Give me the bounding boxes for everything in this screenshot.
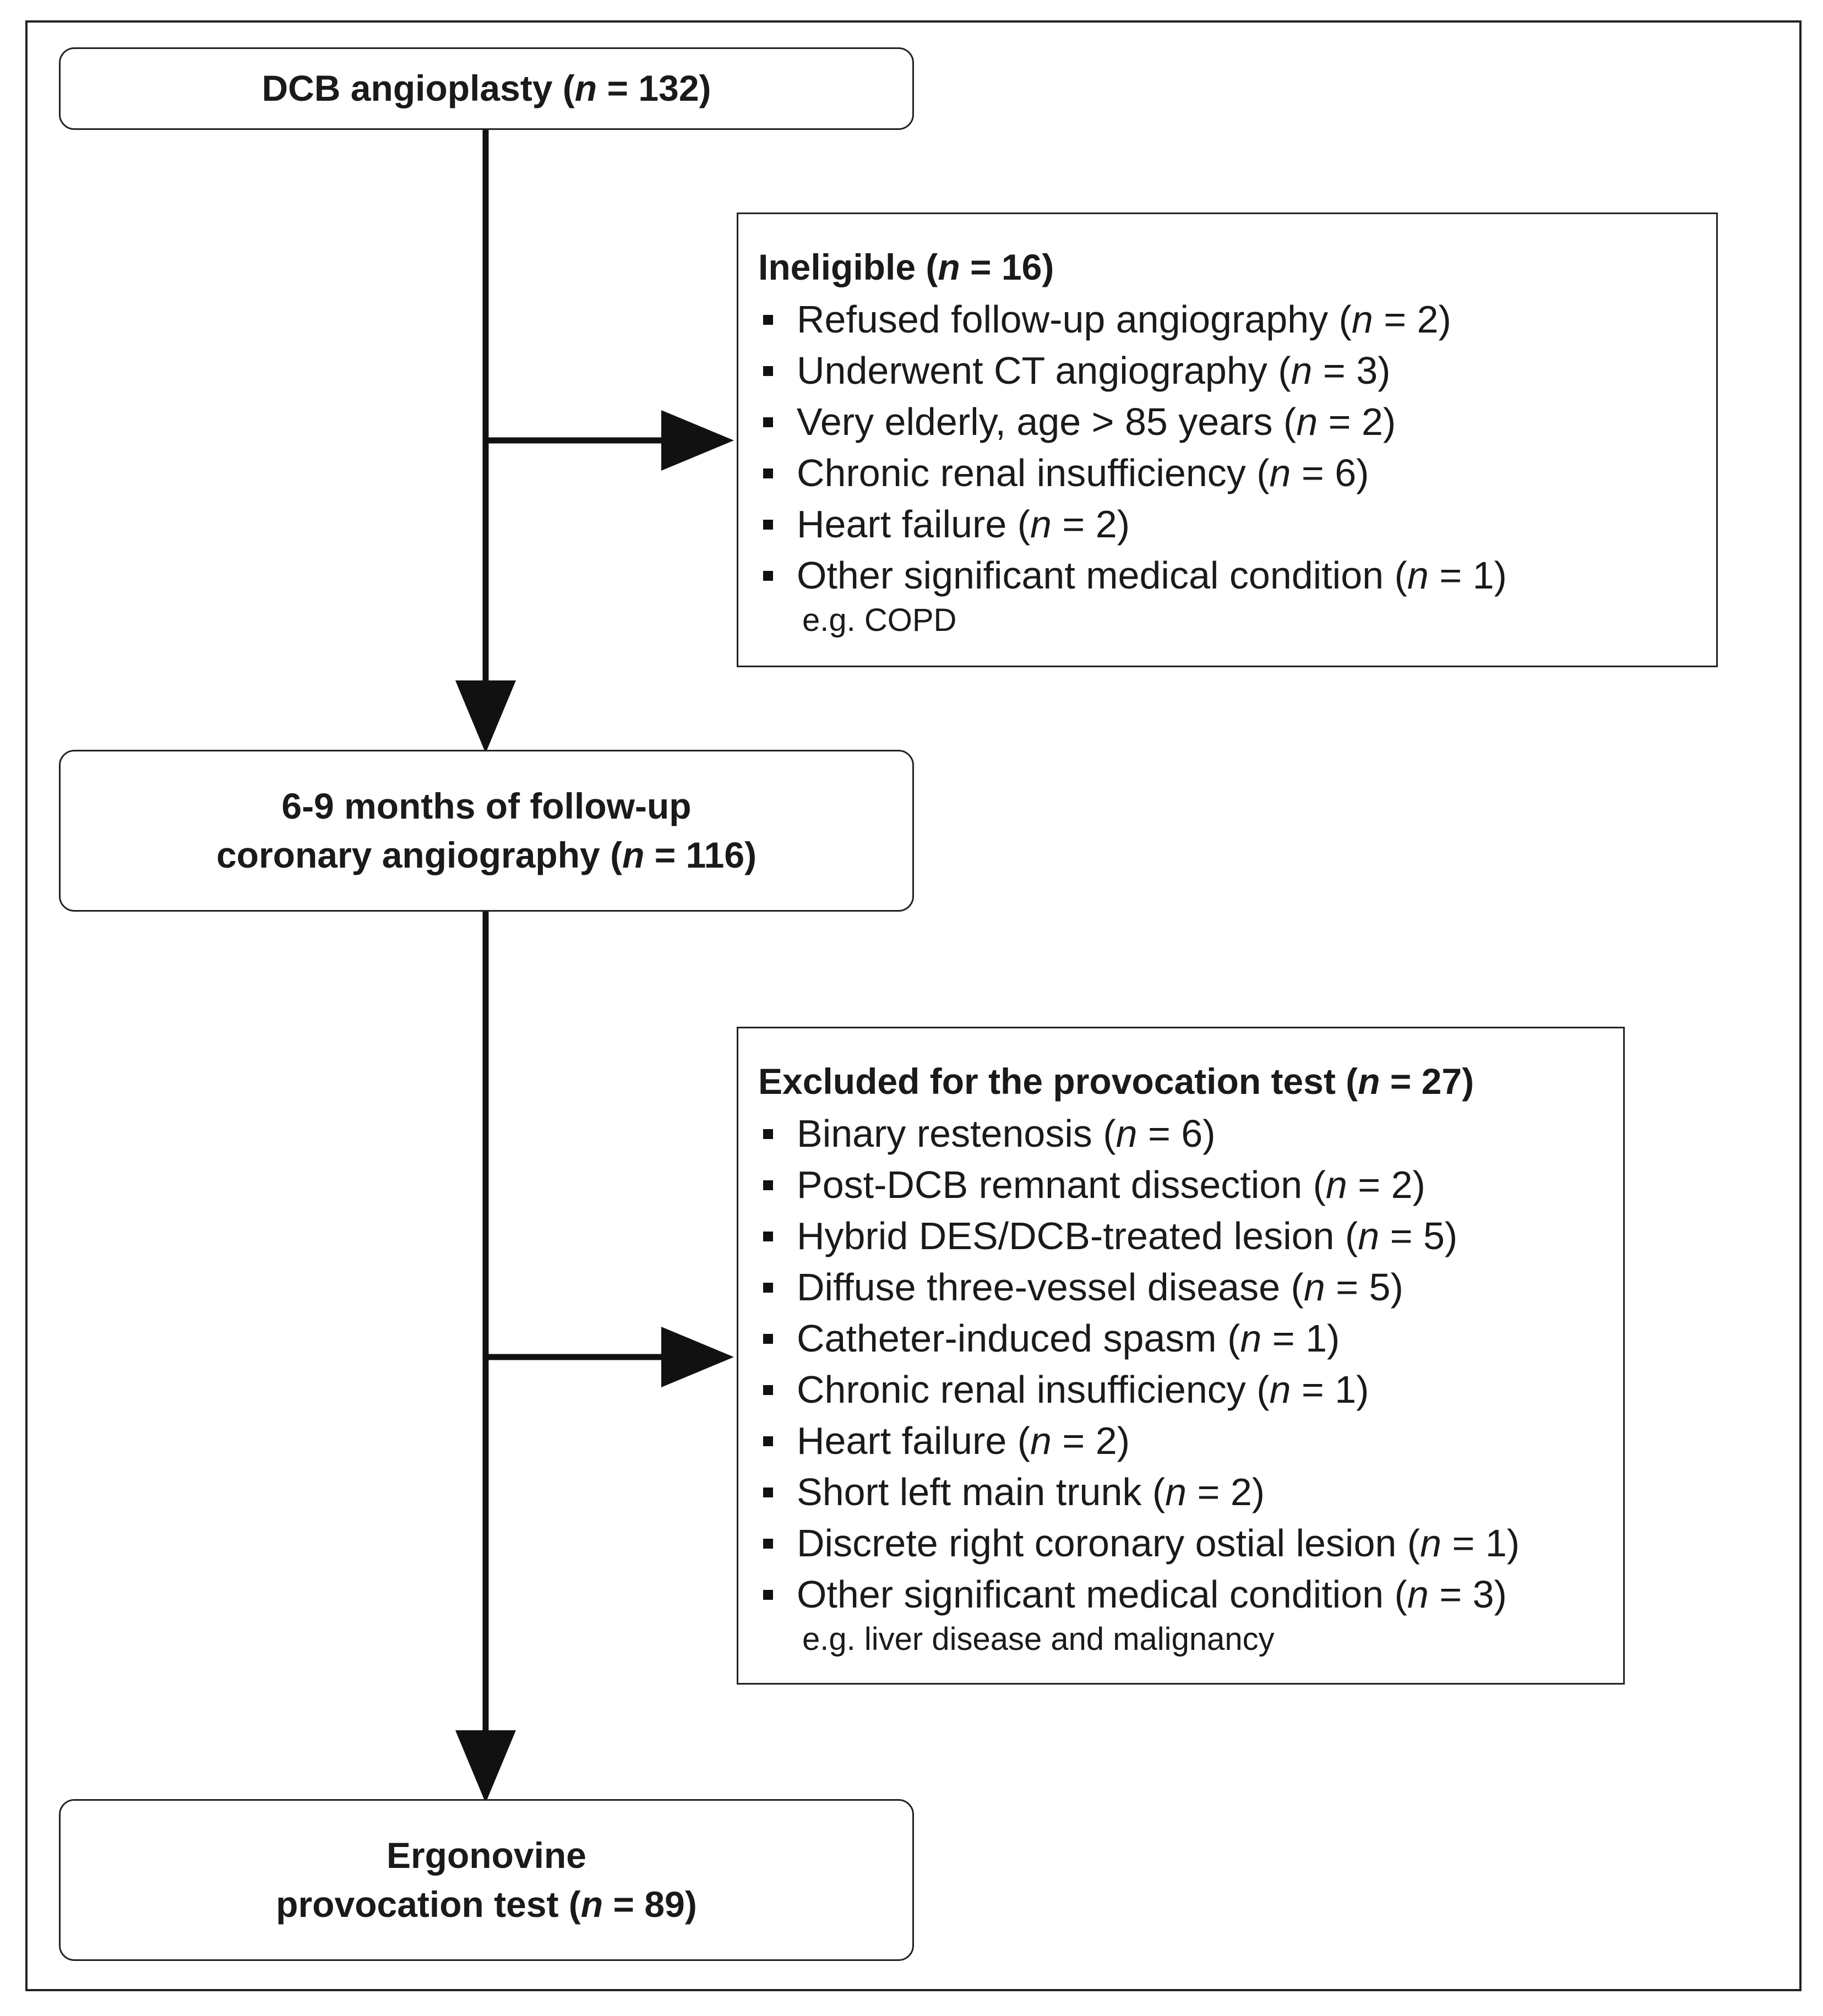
followup-angiography-box: 6-9 months of follow-up coronary angiogr… bbox=[59, 750, 914, 912]
dcb-angioplasty-box: DCB angioplasty (n = 132) bbox=[59, 47, 914, 130]
list-item: Refused follow-up angiography (n = 2) bbox=[758, 294, 1716, 345]
ineligible-box: Ineligible (n = 16) Refused follow-up an… bbox=[737, 213, 1718, 667]
list-item: Hybrid DES/DCB-treated lesion (n = 5) bbox=[758, 1211, 1623, 1262]
list-item: Underwent CT angiography (n = 3) bbox=[758, 345, 1716, 396]
list-item: Heart failure (n = 2) bbox=[758, 1415, 1623, 1467]
ineligible-note: e.g. COPD bbox=[802, 602, 957, 639]
list-item: Chronic renal insufficiency (n = 1) bbox=[758, 1364, 1623, 1415]
excluded-note: e.g. liver disease and malignancy bbox=[802, 1621, 1275, 1658]
figure-frame bbox=[25, 20, 1802, 1991]
list-item: Post-DCB remnant dissection (n = 2) bbox=[758, 1159, 1623, 1211]
excluded-list: Binary restenosis (n = 6)Post-DCB remnan… bbox=[758, 1108, 1623, 1620]
list-item: Very elderly, age > 85 years (n = 2) bbox=[758, 396, 1716, 448]
list-item: Chronic renal insufficiency (n = 6) bbox=[758, 448, 1716, 499]
dcb-angioplasty-label: DCB angioplasty (n = 132) bbox=[262, 68, 711, 109]
list-item: Discrete right coronary ostial lesion (n… bbox=[758, 1518, 1623, 1569]
list-item: Other significant medical condition (n =… bbox=[758, 550, 1716, 601]
ineligible-header: Ineligible (n = 16) bbox=[758, 247, 1054, 287]
followup-line2: coronary angiography (n = 116) bbox=[216, 835, 757, 875]
list-item: Binary restenosis (n = 6) bbox=[758, 1108, 1623, 1159]
list-item: Short left main trunk (n = 2) bbox=[758, 1467, 1623, 1518]
list-item: Other significant medical condition (n =… bbox=[758, 1569, 1623, 1620]
excluded-box: Excluded for the provocation test (n = 2… bbox=[737, 1027, 1625, 1685]
followup-line1: 6-9 months of follow-up bbox=[281, 785, 692, 826]
ergonovine-box: Ergonovine provocation test (n = 89) bbox=[59, 1799, 914, 1961]
ineligible-list: Refused follow-up angiography (n = 2)Und… bbox=[758, 294, 1716, 601]
excluded-header: Excluded for the provocation test (n = 2… bbox=[758, 1061, 1474, 1102]
ergonovine-line1: Ergonovine bbox=[386, 1834, 587, 1876]
list-item: Catheter-induced spasm (n = 1) bbox=[758, 1313, 1623, 1364]
list-item: Heart failure (n = 2) bbox=[758, 499, 1716, 550]
ergonovine-line2: provocation test (n = 89) bbox=[276, 1884, 697, 1925]
list-item: Diffuse three-vessel disease (n = 5) bbox=[758, 1262, 1623, 1313]
